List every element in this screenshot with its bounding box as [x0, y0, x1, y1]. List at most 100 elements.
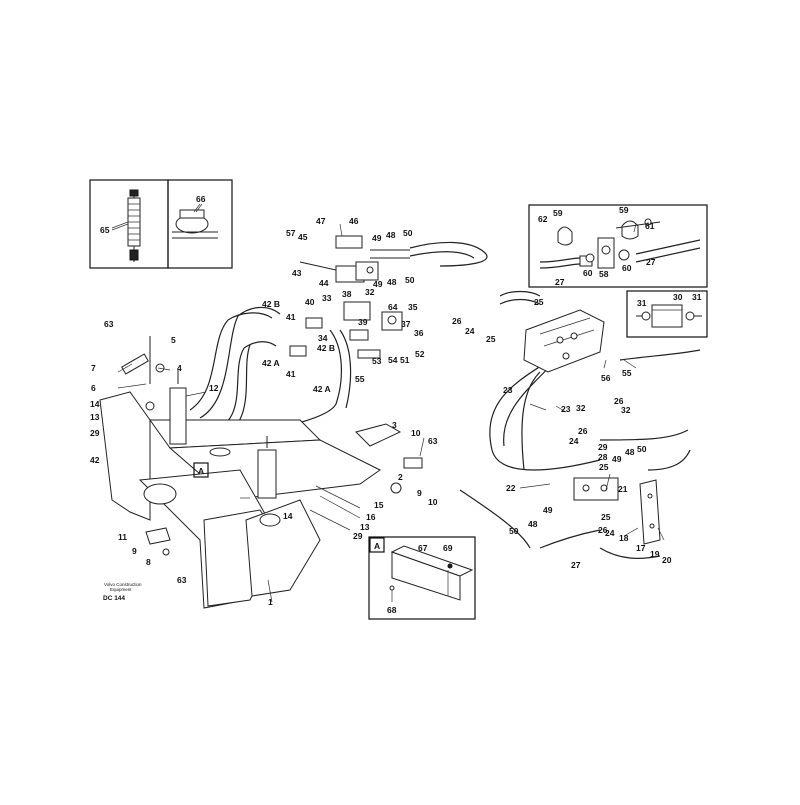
callout-31-2: 31 — [692, 292, 702, 302]
callout-49: 49 — [373, 279, 383, 289]
callout-27-2: 27 — [646, 257, 656, 267]
callout-63-2: 63 — [428, 436, 438, 446]
callout-13: 13 — [90, 412, 100, 422]
callout-2: 2 — [398, 472, 403, 482]
callout-16: 16 — [366, 512, 376, 522]
callout-42b-2: 42 B — [317, 343, 335, 353]
callout-62: 62 — [538, 214, 548, 224]
callout-20: 20 — [662, 555, 672, 565]
callout-9: 9 — [417, 488, 422, 498]
callout-9-2: 9 — [132, 546, 137, 556]
callout-50: 50 — [403, 228, 413, 238]
credit-line-2: Equipment — [110, 587, 132, 592]
leader-lines — [111, 203, 665, 603]
callout-24-3: 24 — [605, 528, 615, 538]
callout-55: 55 — [355, 374, 365, 384]
callout-48: 48 — [386, 230, 396, 240]
callout-48-3: 48 — [625, 447, 635, 457]
callout-25-2: 25 — [486, 334, 496, 344]
callout-57: 57 — [286, 228, 296, 238]
callout-66: 66 — [196, 194, 206, 204]
callout-25: 25 — [534, 297, 544, 307]
control-valve — [523, 309, 661, 545]
callout-18: 18 — [619, 533, 629, 543]
callout-49: 49 — [372, 233, 382, 243]
callout-7: 7 — [91, 363, 96, 373]
callout-59-2: 59 — [619, 205, 629, 215]
callout-33: 33 — [322, 293, 332, 303]
callout-10-2: 10 — [428, 497, 438, 507]
callout-27: 27 — [555, 277, 565, 287]
callout-51: 51 — [400, 355, 410, 365]
callout-60: 60 — [583, 268, 593, 278]
callout-52: 52 — [415, 349, 425, 359]
callout-labels: 65 66 47 46 57 45 49 48 50 43 44 49 48 5… — [90, 194, 702, 615]
callout-26-4: 26 — [598, 525, 608, 535]
callout-17: 17 — [636, 543, 646, 553]
callout-28: 28 — [598, 452, 608, 462]
callout-60-2: 60 — [622, 263, 632, 273]
callout-29-2: 29 — [353, 531, 363, 541]
callout-22: 22 — [506, 483, 516, 493]
inset-hose-clamp — [89, 179, 233, 269]
callout-67: 67 — [418, 543, 428, 553]
callout-23-2: 23 — [561, 404, 571, 414]
callout-42a: 42 A — [262, 358, 280, 368]
callout-63-3: 63 — [177, 575, 187, 585]
callout-49-4: 49 — [543, 505, 553, 515]
callout-26: 26 — [452, 316, 462, 326]
inset-line-fittings — [528, 204, 708, 288]
credit-line-1: Volvo Construction — [104, 582, 142, 587]
callout-63: 63 — [104, 319, 114, 329]
callout-49-3: 49 — [612, 454, 622, 464]
view-a-marker: A — [198, 466, 204, 476]
callout-14-2: 14 — [283, 511, 293, 521]
callout-6: 6 — [91, 383, 96, 393]
callout-46: 46 — [349, 216, 359, 226]
callout-24-2: 24 — [569, 436, 579, 446]
callout-29: 29 — [90, 428, 100, 438]
callout-50-3: 50 — [637, 444, 647, 454]
callout-59: 59 — [553, 208, 563, 218]
valve-blocks — [289, 235, 410, 359]
callout-40: 40 — [305, 297, 315, 307]
callout-50: 50 — [405, 275, 415, 285]
callout-65: 65 — [100, 225, 110, 235]
callout-31: 31 — [637, 298, 647, 308]
callout-50-4: 50 — [509, 526, 519, 536]
callout-48-4: 48 — [528, 519, 538, 529]
document-code: DC 144 — [103, 595, 125, 602]
callout-5: 5 — [171, 335, 176, 345]
callout-37: 37 — [401, 319, 411, 329]
callout-61: 61 — [645, 221, 655, 231]
callout-24: 24 — [465, 326, 475, 336]
callout-58: 58 — [599, 269, 609, 279]
callout-48: 48 — [387, 277, 397, 287]
callout-42b: 42 B — [262, 299, 280, 309]
callout-55-2: 55 — [622, 368, 632, 378]
callout-41-2: 41 — [286, 369, 296, 379]
callout-42: 42 — [90, 455, 100, 465]
callout-30: 30 — [673, 292, 683, 302]
callout-47: 47 — [316, 216, 326, 226]
callout-42a-2: 42 A — [313, 384, 331, 394]
callout-45: 45 — [298, 232, 308, 242]
callout-32: 32 — [365, 287, 375, 297]
callout-39: 39 — [358, 317, 368, 327]
callout-32-2: 32 — [576, 403, 586, 413]
callout-13-2: 13 — [360, 522, 370, 532]
callout-15: 15 — [374, 500, 384, 510]
view-a-inset-marker: A — [374, 541, 380, 551]
callout-68: 68 — [387, 605, 397, 615]
callout-69: 69 — [443, 543, 453, 553]
callout-27-3: 27 — [571, 560, 581, 570]
callout-4: 4 — [177, 363, 182, 373]
callout-26-2: 26 — [614, 396, 624, 406]
callout-34: 34 — [318, 333, 328, 343]
callout-11: 11 — [118, 532, 127, 542]
callout-38: 38 — [342, 289, 352, 299]
callout-35: 35 — [408, 302, 418, 312]
callout-53: 53 — [372, 356, 382, 366]
loader-frame — [99, 336, 423, 609]
